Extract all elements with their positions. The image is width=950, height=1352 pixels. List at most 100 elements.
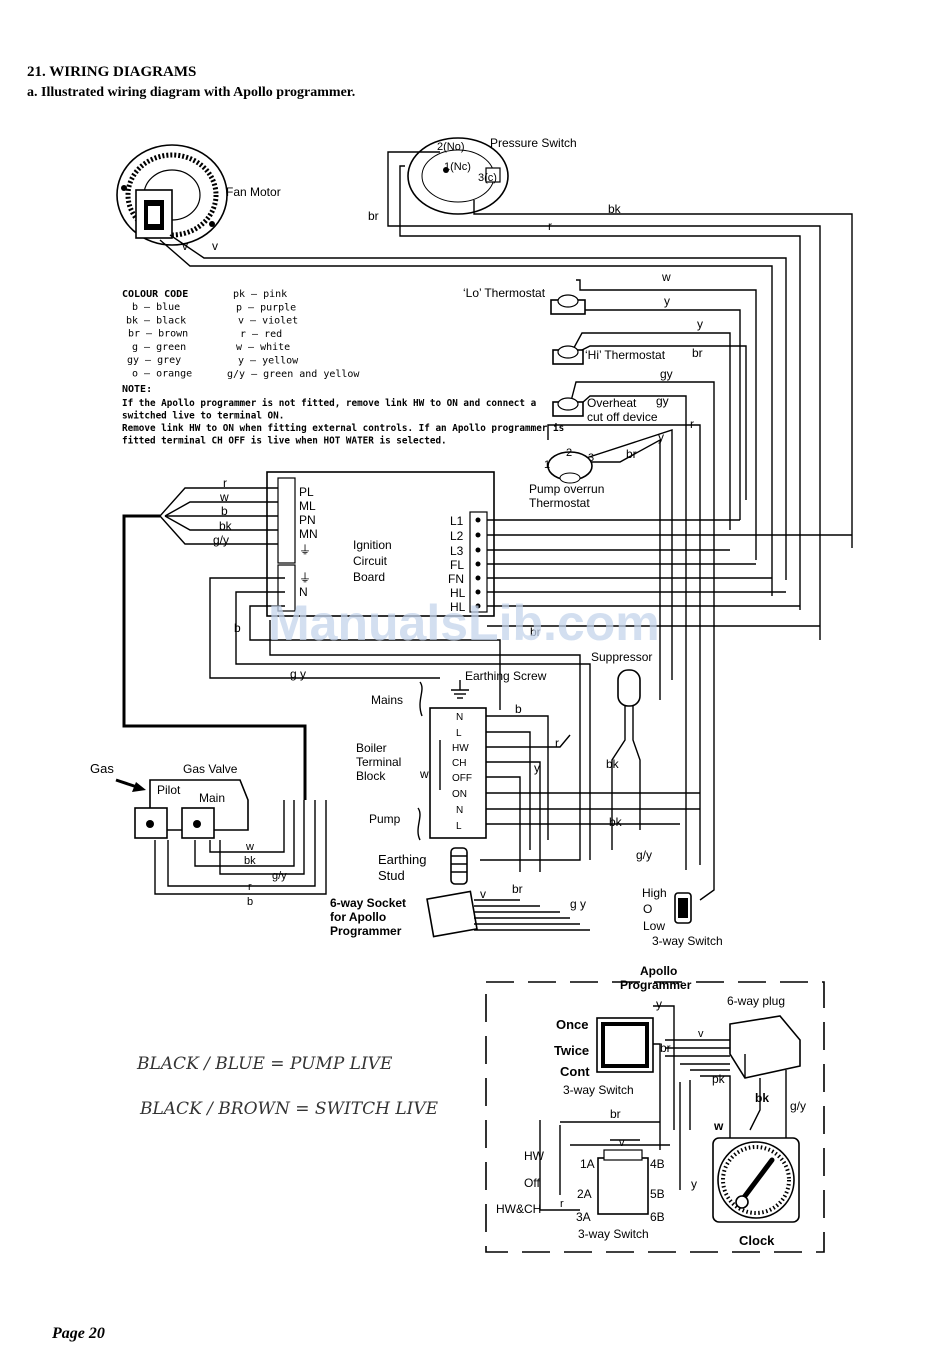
high-low-switch-icon [674,892,692,924]
wire-label-ps-bk: bk [608,202,622,216]
board-left-connector [277,477,296,564]
switch2-5b: 5B [650,1187,665,1201]
switch1-cont: Cont [560,1064,590,1079]
programmer-switch-1-icon [596,1017,654,1073]
board-terminal-fn: FN [448,572,464,586]
programmer-wires [539,1005,787,1211]
socket-label: 6-way Socket for Apollo Programmer [330,896,409,938]
wire-label-tb-gy: g/y [636,848,652,862]
board-terminal-n: N [299,585,308,599]
clock-icon [712,1137,800,1223]
wire-label-gv-bk: bk [244,855,256,867]
wire-label-tb-bk2: bk [609,815,623,829]
prog-wire-pk: pk [712,1072,726,1086]
suppressor-label: Suppressor [591,650,652,664]
prog-wire-v2: v [619,1137,625,1149]
wire-label-gv-r: r [248,881,252,893]
colour-code-right: pk – pink p – purple v – violet r – red … [227,289,360,380]
board-terminal-mn: MN [299,527,318,541]
po-terminal-2: 2 [566,447,572,459]
pump-brace [417,807,421,841]
wire-label-board-gy: g y [290,667,306,681]
programmer-switch-2-icon [597,1149,649,1215]
ignition-board-label: Ignition Circuit Board [353,538,395,584]
board-terminal-fl: FL [450,558,464,572]
earthing-screw-label: Earthing Screw [465,669,547,683]
wire-label-tb-y: y [534,761,540,775]
terminal-block-wires [439,715,700,872]
switch2-6b: 6B [650,1210,665,1224]
switch1-twice: Twice [554,1043,589,1058]
section-title: 21. WIRING DIAGRAMS [27,64,196,80]
wire-label-po-r: r [690,417,694,431]
board-terminal-l2: L2 [450,529,464,543]
gas-arrow-head-icon [132,782,146,792]
ps-terminal-3: 3(c) [478,172,497,184]
wire-label-bus-w: w [219,490,229,504]
board-terminal-l1: L1 [450,514,464,528]
wire-label-board-b: b [234,621,241,635]
prog-wire-bk: bk [755,1091,769,1105]
po-terminal-1: 1 [544,459,550,471]
switch2-3a: 3A [576,1210,591,1224]
gas-valve-label: Gas Valve [183,762,238,776]
wire-label-po-br: br [626,447,637,461]
wire-label-po-y: y [658,430,664,444]
board-left-harness [122,487,307,800]
handwritten-note-1: BLACK / BLUE = PUMP LIVE [136,1054,393,1074]
pump-label: Pump [369,812,401,826]
wire-label-gv-gy: g/y [272,870,287,882]
programmer-switch1-label: 3-way Switch [563,1083,634,1097]
wire-label-lo-w: w [661,270,671,284]
wire-label-board-br: br [530,625,541,639]
lo-thermostat-icon [550,294,586,315]
wire-label-lo-y: y [664,294,670,308]
ps-terminal-2: 2(No) [437,141,465,153]
upper-harness [159,151,853,901]
tb-terminal-n-2: N [456,805,463,816]
wire-label-bus-bk: bk [219,519,233,533]
switch2-off: Off [524,1176,540,1190]
tb-terminal-l: L [456,728,462,739]
switch-off: O [643,902,652,916]
board-terminal-earth: ⏚ [299,543,311,557]
prog-wire-y2: y [691,1177,697,1191]
note: NOTE: If the Apollo programmer is not fi… [122,384,570,447]
boiler-terminal-block-label: Boiler Terminal Block [356,741,405,783]
wire-label-tb-w: w [419,767,429,781]
switch2-hw: HW [524,1149,545,1163]
watermark: ManualsLib.com [268,595,660,651]
fan-motor-icon [116,144,228,246]
note-text: If the Apollo programmer is not fitted, … [122,398,570,447]
main-label: Main [199,791,225,805]
page-number: Page 20 [51,1325,105,1342]
fan-motor-label: Fan Motor [226,185,281,199]
wire-label-sock-v: v [480,887,486,901]
prog-wire-w: w [713,1119,724,1133]
wire-label-tb-r: r [555,736,559,750]
wire-label-bus-r: r [223,476,227,490]
tb-terminal-on: ON [452,789,467,800]
pump-overrun-thermostat-icon [547,451,593,484]
prog-wire-r: r [560,1198,564,1210]
hi-thermostat-icon [552,345,584,365]
note-heading: NOTE: [122,384,152,395]
board-terminal-pl: PL [299,485,314,499]
tb-terminal-off: OFF [452,773,472,784]
board-terminal-l3: L3 [450,544,464,558]
tb-terminal-n: N [456,712,463,723]
six-way-socket-icon [426,890,590,938]
tb-terminal-l-2: L [456,821,462,832]
wire-label-ps-r: r [548,219,552,233]
board-terminal-ml: ML [299,499,316,513]
programmer-switch2-label: 3-way Switch [578,1227,649,1241]
programmer-title: Apollo Programmer [620,964,692,992]
tb-terminal-ch: CH [452,758,466,769]
earth-symbol-icon [451,680,469,699]
colour-code-left: b – blue bk – black br – brown g – green… [126,302,194,380]
pressure-switch-icon [407,137,509,215]
colour-code-heading: COLOUR CODE [122,289,188,300]
wire-label-fan-v1: v [182,239,188,253]
